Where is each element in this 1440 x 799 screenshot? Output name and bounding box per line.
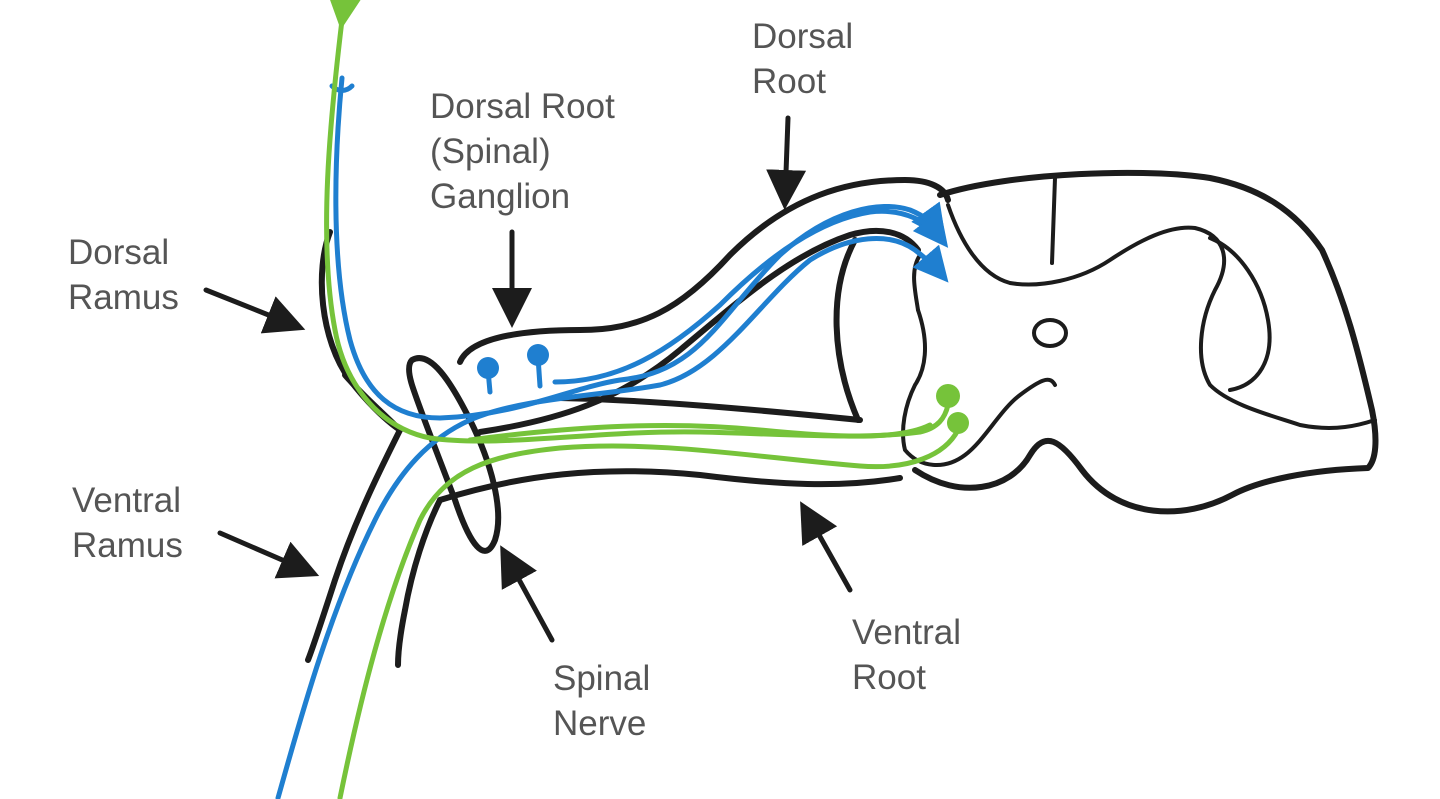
motor-neuron-body-1	[936, 384, 960, 408]
ventral-ramus-right-edge	[395, 497, 443, 668]
dorsal-root-ganglion-label: Dorsal Root (Spinal) Ganglion	[430, 87, 615, 216]
gray-matter-outline	[946, 203, 1377, 430]
ventral-root-label: Ventral Root	[852, 613, 961, 697]
ventral-root-pointer	[800, 501, 853, 593]
dorsal-ramus-label: Dorsal Ramus	[68, 233, 179, 317]
dorsal-root-label: Dorsal Root	[752, 17, 854, 101]
label-pointers	[203, 115, 853, 643]
motor-neuron-body-2	[947, 412, 969, 434]
gray-matter-ventral-horn	[901, 308, 1057, 468]
dorsal-ramus-pointer	[203, 287, 306, 334]
dorsal-root-upper-edge	[457, 177, 951, 365]
ventral-root-upper-edge	[557, 395, 863, 423]
spinal-nerve-pointer	[500, 545, 555, 643]
nerve-outlines	[305, 177, 951, 668]
sensory-fiber-dorsal-ramus	[333, 75, 946, 421]
gray-matter-left-horn	[912, 253, 922, 312]
ganglion-cell-body-1	[477, 357, 499, 379]
central-canal	[1032, 318, 1068, 348]
right-gray-horn	[1208, 236, 1272, 392]
sensory-fiber-ventral-ramus	[275, 236, 949, 799]
sensory-fiber-upper-root	[552, 208, 949, 385]
ventral-ramus-label: Ventral Ramus	[72, 481, 183, 565]
ventral-ramus-left-edge	[305, 427, 403, 663]
ventral-ramus-pointer	[217, 530, 320, 579]
dorsal-root-pointer	[766, 115, 807, 210]
spinal-cord-section	[901, 169, 1379, 515]
spinal-nerve-sheath-loop	[406, 355, 502, 554]
motor-fibers	[324, 0, 969, 799]
motor-fiber-upper-branch	[467, 422, 933, 443]
motor-fiber-ventral-ramus	[337, 427, 961, 799]
ventral-root-lower-edge	[437, 468, 903, 503]
spinal-cord-outer-outline	[912, 169, 1379, 515]
ventral-root-inner-wall	[833, 237, 861, 423]
ganglion-cell-body-2	[527, 344, 549, 366]
dorsal-median-sulcus	[1050, 176, 1057, 265]
spinal-nerve-label: Spinal Nerve	[553, 659, 651, 743]
